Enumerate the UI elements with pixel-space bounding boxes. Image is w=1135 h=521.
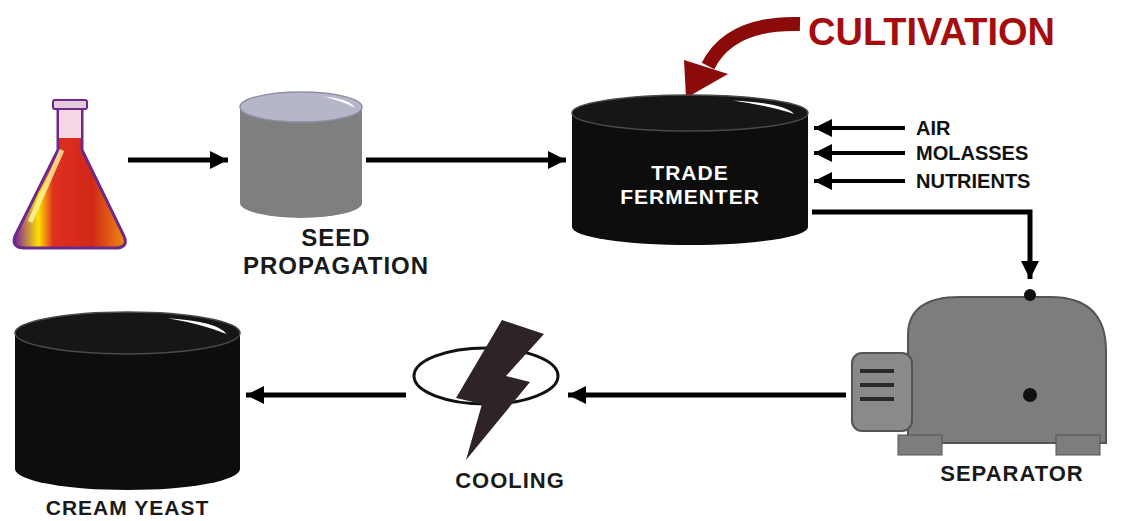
step-label: SEED PROPAGATION xyxy=(243,224,429,279)
input-label: NUTRIENTS xyxy=(916,169,1030,193)
cooling-shape xyxy=(410,318,562,462)
input-label: MOLASSES xyxy=(916,141,1028,165)
step-label: CREAM YEAST xyxy=(46,496,209,520)
cooling-node: COOLING xyxy=(410,318,562,462)
input-label: AIR xyxy=(916,116,950,140)
text-holder: SEPARATOR xyxy=(732,461,1135,486)
text-holder: CREAM YEAST xyxy=(0,496,390,520)
cultivation-arrow xyxy=(684,24,800,98)
flow-arrow xyxy=(568,393,846,398)
flow-arrow xyxy=(128,158,228,163)
flow-arrow xyxy=(812,212,1030,279)
text-holder: TRADE FERMENTER xyxy=(572,125,808,245)
step-label: SEPARATOR xyxy=(940,461,1083,486)
flow-arrow xyxy=(366,158,566,163)
tank-shape xyxy=(15,312,240,490)
tank-node: TRADE FERMENTER xyxy=(572,95,808,245)
separator-node: SEPARATOR xyxy=(850,285,1110,455)
tank-node: CREAM YEAST xyxy=(15,312,240,490)
separator-shape xyxy=(850,285,1110,455)
text-holder: SEED PROPAGATION xyxy=(125,224,547,279)
flow-arrow xyxy=(246,393,406,398)
input-arrows xyxy=(814,128,905,181)
tank-label: TRADE FERMENTER xyxy=(620,161,760,209)
tank-node: SEED PROPAGATION xyxy=(240,92,362,218)
text-holder: COOLING xyxy=(284,468,736,493)
tank-shape xyxy=(240,92,362,218)
step-label: COOLING xyxy=(455,468,565,493)
stage-heading: CULTIVATION xyxy=(808,10,1055,56)
flask-icon xyxy=(14,100,125,248)
